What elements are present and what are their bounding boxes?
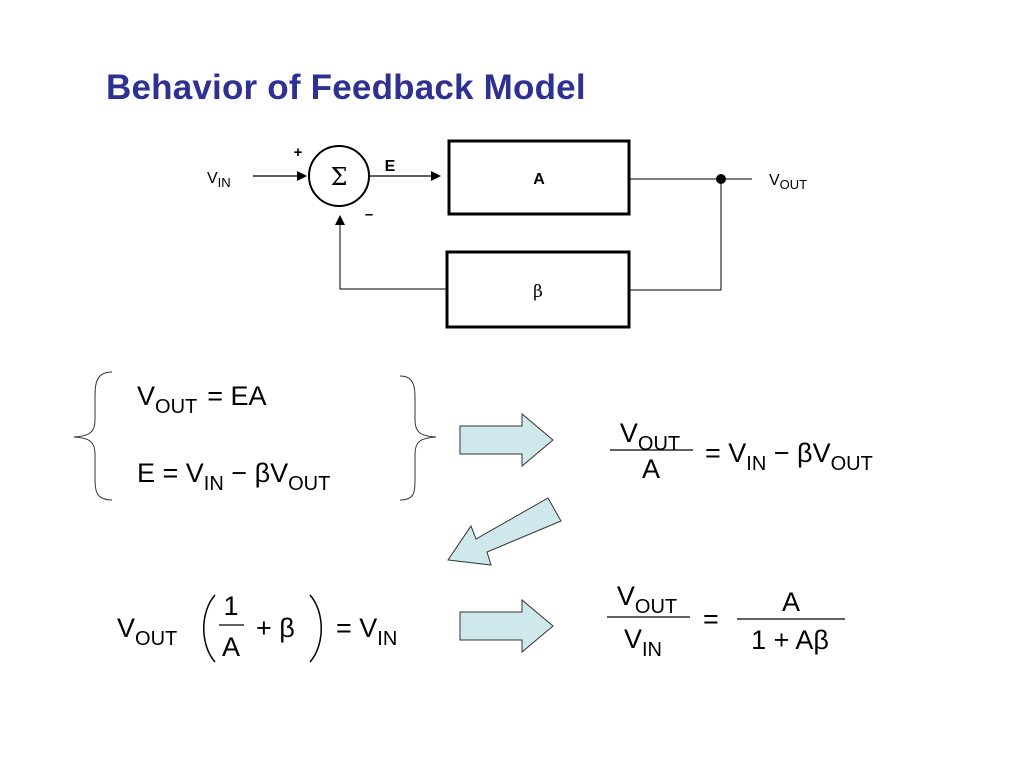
forward-gain-block [447,139,631,216]
eq5-equals: = [703,604,719,634]
eq3-rhs: = VIN − βVOUT [705,438,873,475]
forward-gain-label: A [533,171,545,188]
output-label: VOUT [769,172,807,192]
equation-3: VOUT A = VIN − βVOUT [610,418,873,484]
error-label: E [385,158,396,175]
eq3-denominator: A [642,454,660,484]
sigma-symbol: Σ [331,163,348,191]
feedback-line-left [335,215,447,290]
eq4-left-paren [203,594,216,663]
right-brace [399,375,437,501]
eq5-numerator: VOUT [617,581,677,618]
block-arrow-right-2 [459,598,554,654]
eq5-rhs-numerator: A [782,587,800,617]
equation-5: VOUT VIN = A 1 + Aβ [607,581,845,661]
block-arrow-right-1 [459,412,554,468]
eq4-lhs: VOUT [117,613,177,650]
slide-title: Behavior of Feedback Model [106,68,586,107]
eq4-frac-num: 1 [223,591,238,621]
left-brace [73,371,113,501]
feedback-block-label: β [533,282,543,302]
eq5-denominator: VIN [624,624,662,661]
equation-4: VOUT 1 A + β = VIN [117,591,397,663]
block-arrow-diagonal [447,497,562,566]
equation-2: E = VIN − βVOUT [137,458,330,495]
equation-1: VOUT= EA [137,381,267,418]
equation-system: VOUT= EA E = VIN − βVOUT [73,371,437,501]
eq4-frac-den: A [222,632,240,662]
feedback-line-right [629,179,722,291]
eq4-rhs: = VIN [336,613,397,650]
eq4-plus-beta: + β [256,613,295,643]
input-label: VIN [207,170,231,190]
eq4-right-paren [309,594,322,663]
block-diagram: VIN Σ + – E A VOUT β [207,139,807,329]
plus-sign: + [294,144,303,161]
minus-sign: – [365,206,373,223]
eq5-rhs-denominator: 1 + Aβ [751,625,829,655]
